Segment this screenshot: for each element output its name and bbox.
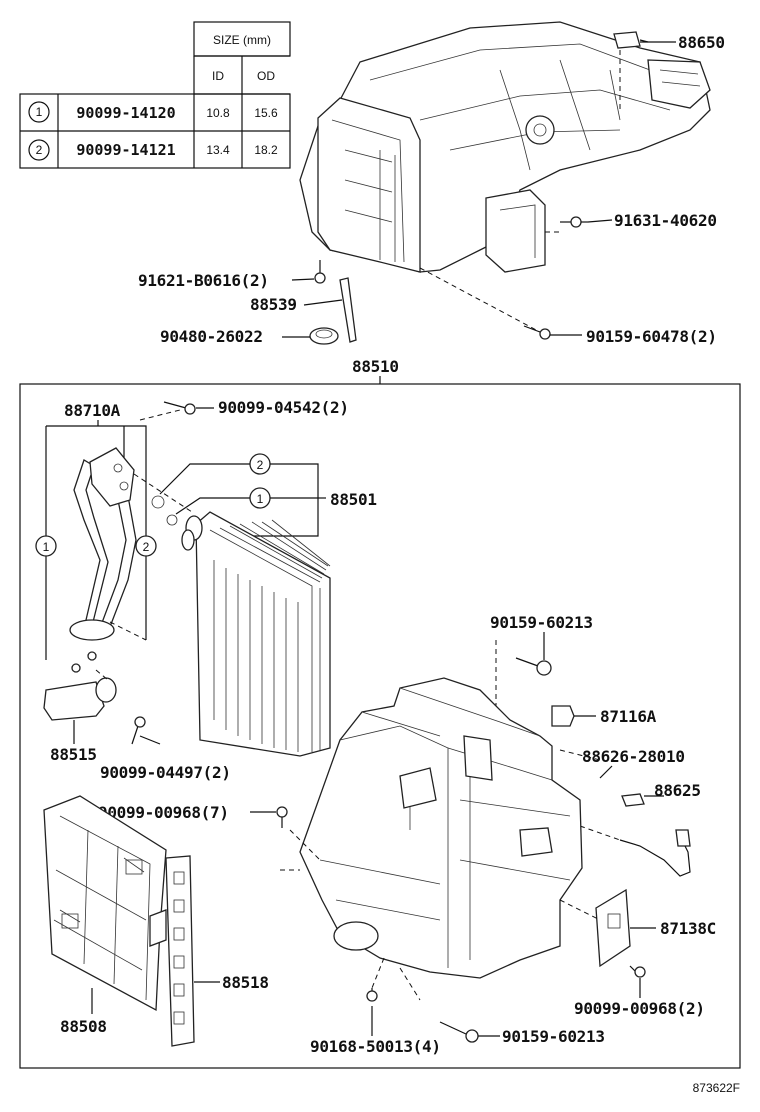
marker-2-right: 2 bbox=[257, 458, 264, 472]
label-88626: 88626-28010 bbox=[582, 747, 685, 766]
label-88518: 88518 bbox=[222, 973, 269, 992]
label-88510: 88510 bbox=[352, 357, 399, 376]
evaporator-core bbox=[181, 511, 331, 757]
expansion-valve bbox=[43, 669, 117, 721]
size-header: SIZE (mm) bbox=[213, 33, 271, 47]
top-fasteners bbox=[309, 216, 588, 345]
label-88650: 88650 bbox=[678, 33, 725, 52]
label-88515: 88515 bbox=[50, 745, 97, 764]
label-88710a: 88710A bbox=[64, 401, 121, 420]
top-duct-assembly bbox=[299, 21, 711, 333]
label-88539: 88539 bbox=[250, 295, 297, 314]
label-90159c: 90159-60213 bbox=[502, 1027, 605, 1046]
label-90159a: 90159-60478(2) bbox=[586, 327, 717, 346]
tube-88710a: 88710A 1 2 bbox=[35, 401, 193, 673]
col-od: OD bbox=[257, 69, 275, 83]
row1-id: 10.8 bbox=[206, 106, 230, 120]
label-87138c: 87138C bbox=[660, 919, 716, 938]
bracket-88518 bbox=[165, 855, 195, 1047]
air-filter bbox=[43, 795, 167, 1012]
label-90099d: 90099-00968(2) bbox=[574, 999, 705, 1018]
marker-1-left: 1 bbox=[43, 540, 50, 554]
size-table: SIZE (mm) ID OD 1 90099-14120 10.8 15.6 … bbox=[19, 21, 291, 169]
label-87116a: 87116A bbox=[600, 707, 657, 726]
col-id: ID bbox=[212, 69, 224, 83]
label-90480: 90480-26022 bbox=[160, 327, 263, 346]
label-88501: 88501 bbox=[330, 490, 377, 509]
label-88508: 88508 bbox=[60, 1017, 107, 1036]
label-91621: 91621-B0616(2) bbox=[138, 271, 269, 290]
label-90099c: 90099-00968(7) bbox=[98, 803, 229, 822]
label-90159b: 90159-60213 bbox=[490, 613, 593, 632]
marker-1-right: 1 bbox=[257, 492, 264, 506]
label-90099a: 90099-04542(2) bbox=[218, 398, 349, 417]
label-90168: 90168-50013(4) bbox=[310, 1037, 441, 1056]
label-90099b: 90099-04497(2) bbox=[100, 763, 231, 782]
marker-2-left: 2 bbox=[143, 540, 150, 554]
row1-od: 15.6 bbox=[254, 106, 278, 120]
row2-id: 13.4 bbox=[206, 143, 230, 157]
row2-part: 90099-14121 bbox=[76, 141, 175, 159]
row2-marker: 2 bbox=[36, 143, 43, 157]
figure-code: 873622F bbox=[693, 1081, 740, 1095]
label-91631: 91631-40620 bbox=[614, 211, 717, 230]
label-88625: 88625 bbox=[654, 781, 701, 800]
evaporator-case bbox=[280, 677, 583, 1001]
row1-part: 90099-14120 bbox=[76, 104, 175, 122]
row2-od: 18.2 bbox=[254, 143, 278, 157]
assembly-88510-box bbox=[19, 383, 741, 1069]
row1-marker: 1 bbox=[36, 105, 43, 119]
